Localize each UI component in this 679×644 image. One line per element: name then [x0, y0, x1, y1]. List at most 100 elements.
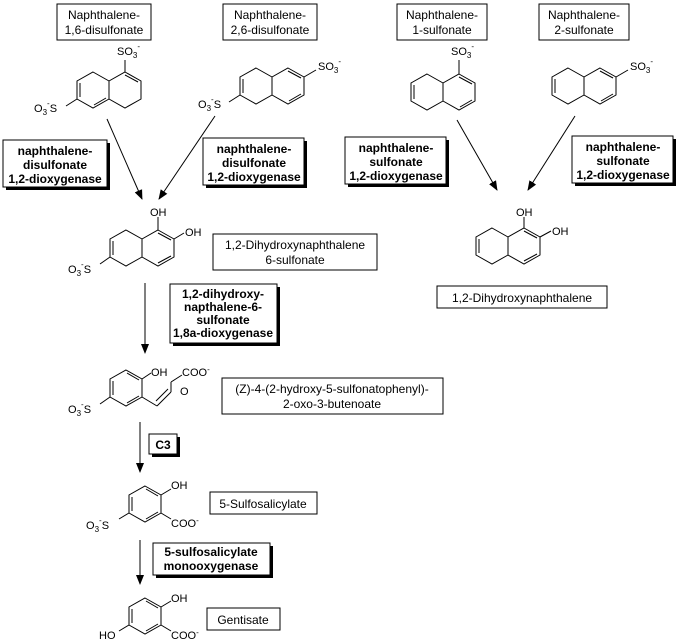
atom-label: - — [650, 57, 653, 66]
enzyme-label-line: napthalene-6- — [184, 300, 262, 314]
atom-label: OH — [516, 207, 533, 219]
compound-label-line: 1,6-disulfonate — [65, 23, 144, 37]
atom-label: 3 — [646, 66, 651, 75]
atom-label: - — [81, 260, 84, 269]
structure-dihydroxynaphthalene-sulfonate: OH OH O3-S — [68, 207, 202, 278]
svg-text:COO-: COO- — [182, 365, 210, 379]
enzyme-label-line: sulfonate — [196, 313, 250, 327]
compound-dihydroxynaphthalene-sulfonate: 1,2-Dihydroxynaphthalene 6-sulfonate — [212, 233, 378, 271]
enzyme-label-line: disulfonate — [23, 158, 87, 172]
svg-text:COO-: COO- — [171, 516, 199, 530]
atom-label: OH — [552, 226, 569, 238]
structure-naphthalene-2-6-disulfonate: SO3- O3-S — [198, 57, 341, 113]
svg-text:SO3-: SO3- — [117, 42, 140, 60]
compound-label-line: Naphthalene- — [406, 8, 478, 22]
atom-label: O — [68, 264, 77, 276]
enzyme-label-line: C3 — [155, 438, 171, 452]
compound-sulfosalicylate: 5-Sulfosalicylate — [209, 491, 318, 515]
atom-label: 3 — [77, 409, 82, 418]
enzyme-dihydroxynaphthalene-sulfonate-dioxygenase: 1,2-dihydroxy- napthalene-6- sulfonate 1… — [169, 283, 280, 346]
enzyme-naphthalene-sulfonate-dioxygenase-left: naphthalene- sulfonate 1,2-dioxygenase — [344, 136, 449, 187]
enzyme-label-line: 1,2-dioxygenase — [576, 168, 670, 182]
compound-label-line: 1,2-Dihydroxynaphthalene — [452, 291, 592, 305]
atom-label: COO — [171, 518, 197, 530]
atom-label: O — [68, 404, 77, 416]
atom-label: O — [86, 520, 95, 532]
compound-naphthalene-2-6-disulfonate: Naphthalene- 2,6-disulfonate — [222, 3, 318, 41]
structure-naphthalene-2-sulfonate: SO3- — [551, 57, 653, 105]
compound-label-line: 2-sulfonate — [554, 23, 614, 37]
atom-label: - — [47, 99, 50, 108]
enzyme-label-line: sulfonate — [369, 155, 423, 169]
compound-label-line: Naphthalene- — [68, 8, 140, 22]
reaction-arrow — [158, 115, 216, 200]
compound-dihydroxynaphthalene: 1,2-Dihydroxynaphthalene — [436, 285, 608, 309]
enzyme-label-line: monooxygenase — [164, 559, 259, 573]
structure-sulfosalicylate: OH COO- O3-S — [86, 480, 199, 534]
enzyme-sulfosalicylate-monooxygenase: 5-sulfosalicylate monooxygenase — [152, 542, 273, 578]
atom-label: - — [196, 516, 199, 525]
atom-label: - — [137, 42, 140, 51]
reaction-arrow — [456, 119, 498, 191]
atom-label: 3 — [77, 269, 82, 278]
enzyme-label-line: sulfonate — [596, 154, 650, 168]
svg-text:COO-: COO- — [171, 628, 199, 642]
atom-label: COO — [182, 367, 208, 379]
atom-label: OH — [150, 207, 167, 219]
atom-label: OH — [171, 480, 188, 492]
atom-label: 3 — [207, 104, 212, 113]
enzyme-naphthalene-disulfonate-dioxygenase-right: naphthalene- disulfonate 1,2-dioxygenase — [202, 137, 307, 188]
compound-label-line: Gentisate — [217, 613, 269, 627]
enzyme-label-line: 1,8a-dioxygenase — [173, 326, 273, 340]
atom-label: - — [196, 628, 199, 637]
compound-gentisate: Gentisate — [206, 607, 281, 631]
structure-gentisate: OH COO- HO — [99, 593, 199, 642]
atom-label: 3 — [95, 525, 100, 534]
structure-hydroxysulfonatophenyl-oxobutenoate: OH O COO- O3-S — [68, 365, 210, 418]
atom-label: O — [180, 386, 189, 398]
atom-label: S — [84, 264, 91, 276]
atom-label: OH — [171, 593, 188, 605]
atom-label: - — [81, 400, 84, 409]
atom-label: 3 — [43, 108, 48, 117]
atom-label: O — [198, 99, 207, 111]
compound-label-line: (Z)-4-(2-hydroxy-5-sulfonatophenyl)- — [235, 382, 428, 396]
atom-label: HO — [99, 630, 116, 642]
atom-label: - — [338, 57, 341, 66]
svg-text:O3-S: O3-S — [68, 400, 91, 418]
enzyme-naphthalene-sulfonate-dioxygenase-right: naphthalene- sulfonate 1,2-dioxygenase — [571, 135, 676, 186]
compound-label-line: Naphthalene- — [548, 8, 620, 22]
structure-naphthalene-1-6-disulfonate: SO3- O3-S — [34, 42, 142, 117]
enzyme-label-line: 1,2-dihydroxy- — [182, 287, 264, 301]
atom-label: COO — [171, 630, 197, 642]
compound-label-line: 2-oxo-3-butenoate — [283, 397, 381, 411]
enzyme-naphthalene-disulfonate-dioxygenase-left: naphthalene- disulfonate 1,2-dioxygenase — [2, 139, 110, 190]
atom-label: OH — [185, 227, 202, 239]
atom-label: S — [102, 520, 109, 532]
compound-hydroxysulfonatophenyl-oxobutenoate: (Z)-4-(2-hydroxy-5-sulfonatophenyl)- 2-o… — [221, 377, 444, 415]
atom-label: S — [214, 99, 221, 111]
structure-naphthalene-1-sulfonate: SO3- — [410, 42, 476, 111]
atom-label: SO — [117, 46, 133, 58]
reaction-arrow — [527, 115, 576, 191]
enzyme-label-line: 1,2-dioxygenase — [207, 170, 301, 184]
compound-label-line: 5-Sulfosalicylate — [219, 497, 307, 511]
atom-label: SO — [630, 61, 646, 73]
enzyme-label-line: naphthalene- — [586, 140, 661, 154]
compound-label-line: Naphthalene- — [234, 8, 306, 22]
enzyme-label-line: disulfonate — [222, 156, 286, 170]
svg-text:O3-S: O3-S — [86, 516, 109, 534]
atom-label: OH — [151, 367, 168, 379]
atom-label: - — [211, 95, 214, 104]
svg-text:O3-S: O3-S — [198, 95, 221, 113]
atom-label: - — [207, 365, 210, 374]
enzyme-label-line: 5-sulfosalicylate — [164, 545, 258, 559]
compound-label-line: 6-sulfonate — [265, 253, 325, 267]
structure-dihydroxynaphthalene: OH OH — [475, 207, 569, 265]
atom-label: O — [34, 103, 43, 115]
svg-text:O3-S: O3-S — [34, 99, 57, 117]
reaction-arrow — [106, 118, 143, 200]
compound-label-line: 1,2-Dihydroxynaphthalene — [225, 238, 365, 252]
svg-text:SO3-: SO3- — [451, 42, 474, 60]
enzyme-c3: C3 — [148, 433, 180, 457]
